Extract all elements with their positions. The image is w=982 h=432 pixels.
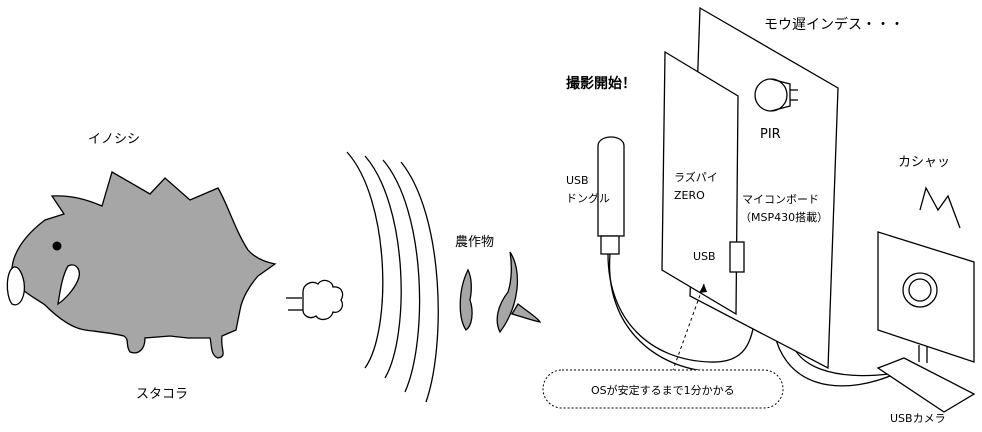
boar-tusk (57, 264, 80, 306)
boar-illustration (6, 171, 277, 359)
usb-camera (876, 231, 976, 413)
label-usb-camera: USBカメラ (890, 412, 946, 425)
boar-eye (52, 241, 62, 251)
label-usb-dongle-1: USB (566, 174, 589, 187)
usb-dongle (597, 136, 625, 255)
boar-snout (6, 266, 26, 306)
callout-arrowhead (699, 284, 707, 293)
label-raspi-2: ZERO (674, 189, 705, 202)
usb-dongle-plug (600, 235, 620, 255)
crop-leaf-left (459, 268, 473, 331)
label-usb-port: USB (693, 250, 716, 263)
crop-leaf-right (496, 251, 519, 334)
label-usb-dongle-2: ドングル (566, 191, 610, 205)
boar-body (11, 171, 277, 359)
label-boar: イノシシ (88, 132, 140, 147)
label-raspi-1: ラズパイ (674, 170, 718, 184)
label-click: カシャッ (898, 155, 950, 170)
usb-port (729, 241, 745, 273)
pir-sensor (754, 78, 798, 112)
label-too-late: モウ遅インデス・・・ (764, 16, 904, 33)
label-os-note: OSが安定するまで1分かかる (591, 383, 735, 397)
usb-dongle-body (597, 136, 625, 237)
crops-illustration (459, 251, 542, 334)
label-crops: 農作物 (455, 235, 494, 250)
label-start-shooting: 撮影開始！ (566, 75, 636, 92)
dust-cloud-icon (286, 279, 344, 321)
label-pir: PIR (760, 127, 781, 142)
crop-leaf-right-inner (510, 303, 542, 323)
click-burst-icon (919, 186, 961, 229)
label-run-away: スタコラ (136, 387, 188, 402)
motion-lines (346, 151, 439, 403)
label-mcu-2: （MSP430搭載） (740, 211, 828, 224)
label-mcu-1: マイコンボード (742, 193, 819, 206)
raspi-board (661, 50, 739, 316)
os-note-callout (542, 369, 784, 409)
